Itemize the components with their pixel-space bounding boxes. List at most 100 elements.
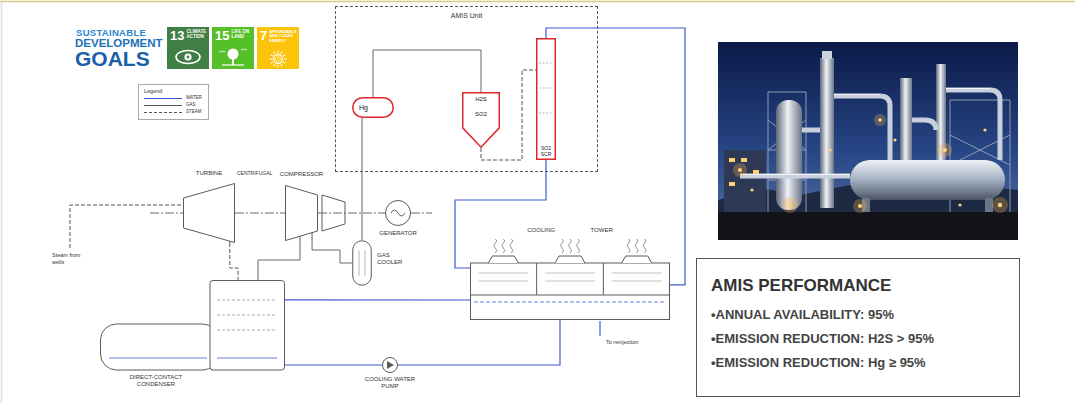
water-level	[217, 358, 277, 359]
tower-outline	[471, 263, 670, 320]
cooling-tower: COOLING TOWER	[470, 255, 670, 320]
performance-item: •ANNUAL AVAILABILITY: 95%	[711, 307, 1005, 323]
shape-outline	[95, 280, 285, 372]
legend-line	[144, 98, 182, 99]
reinjection-line	[599, 321, 600, 336]
equipment-label: GAS COOLER	[377, 252, 407, 266]
legend-text: WATER	[186, 96, 202, 101]
plant-photo	[946, 90, 1000, 160]
turbine: TURBINE	[183, 183, 235, 243]
plant-photo	[733, 163, 747, 177]
plant-photo	[729, 182, 735, 186]
plant-photo	[740, 174, 850, 175]
page-frame	[1, 0, 3, 403]
turbine-outline	[184, 184, 235, 243]
plant-photo	[741, 158, 747, 162]
legend-box: LegendWATER GAS STEAM	[138, 84, 209, 120]
plant-photo	[985, 198, 993, 214]
legend-swatch	[144, 110, 182, 115]
vessel-outline	[463, 93, 500, 148]
plant-photo	[828, 148, 831, 151]
legend-text: STEAM	[186, 110, 202, 115]
steam-inlet-line	[70, 205, 183, 248]
legend-swatch	[144, 103, 182, 108]
sun-icon	[281, 52, 282, 54]
water-pipe	[285, 299, 470, 300]
gas-pipe	[361, 118, 362, 240]
plant-photo	[738, 118, 1002, 208]
plant-photo	[936, 64, 946, 176]
plant-photo	[733, 114, 1008, 213]
vessel-outline	[353, 98, 394, 118]
plant-photo	[788, 203, 792, 207]
vessel-label: SO2	[462, 111, 500, 118]
legend-entry: WATER	[144, 96, 202, 101]
compressor-outline	[286, 186, 318, 241]
water-pipe	[455, 160, 546, 268]
sun-icon	[277, 51, 278, 54]
sun-icon	[283, 55, 285, 56]
equipment-label: CENTRIFUGAL	[237, 170, 272, 176]
shape-outline	[352, 97, 394, 118]
pump-symbol	[387, 361, 394, 369]
vapour-plume	[502, 239, 505, 253]
legend-entry: GAS	[144, 103, 202, 108]
gas-pipe	[312, 241, 352, 263]
vapour-plume	[627, 239, 630, 253]
plant-photo	[768, 92, 806, 215]
legend-swatch	[144, 96, 182, 101]
equipment-label: COMPRESSOR	[275, 171, 328, 178]
power-icon	[276, 56, 281, 61]
sdg-number: 7	[260, 29, 267, 42]
vessel-label: Hg	[359, 104, 368, 111]
plant-photo	[724, 150, 766, 215]
legend-line	[144, 112, 182, 113]
fill-slat	[478, 273, 528, 274]
legend-title: Legend	[144, 88, 202, 94]
fill-slat	[545, 273, 595, 274]
column-packing	[539, 113, 553, 114]
page-frame	[0, 1, 1075, 3]
plant-photo	[718, 42, 1018, 240]
fill-slat	[612, 273, 662, 274]
plant-photo	[802, 128, 820, 133]
tree-icon	[228, 49, 239, 60]
vapour-plume	[561, 239, 564, 253]
sdg-icon: 7AFFORDABLE AND CLEAN ENERGY	[257, 27, 299, 69]
sun-icon	[271, 55, 273, 56]
vapour-plume	[635, 239, 638, 253]
flow-note: To reinjection	[606, 339, 638, 346]
nozzle	[312, 233, 313, 241]
performance-title: AMIS PERFORMANCE	[711, 276, 1005, 296]
column-packing	[539, 63, 553, 64]
performance-box: AMIS PERFORMANCE •ANNUAL AVAILABILITY: 95…	[696, 258, 1020, 397]
spray-tray	[217, 300, 277, 301]
plant-photo	[750, 188, 753, 191]
reinjection-line	[600, 321, 601, 336]
nozzle	[299, 236, 300, 241]
plant-photo	[938, 143, 952, 157]
mercury-vessel: Hg	[352, 97, 394, 118]
performance-item: •EMISSION REDUCTION: H2S > 95%	[711, 331, 1005, 347]
fill-slat	[545, 281, 595, 282]
bird-icon	[219, 49, 247, 52]
plant-photo	[858, 204, 862, 208]
sun-icon	[270, 58, 273, 59]
shaft-extension	[411, 213, 432, 214]
cooler-tubes	[365, 250, 366, 276]
basin-water	[474, 302, 666, 303]
plant-photo	[943, 148, 947, 152]
sun-icon	[277, 65, 278, 68]
fan-stack	[555, 256, 585, 263]
steam-inlet-line	[70, 205, 183, 248]
plant-photo	[729, 158, 735, 162]
plant-photo	[992, 197, 1008, 213]
sdg-number: 13	[170, 29, 184, 42]
condenser-tank	[210, 281, 285, 371]
generator-symbol	[391, 210, 405, 216]
sdg-icon: 15LIFE ON LAND	[212, 27, 254, 69]
gas-pipe	[373, 50, 481, 97]
spray-tray	[217, 315, 277, 316]
shaft-extension	[150, 213, 183, 214]
